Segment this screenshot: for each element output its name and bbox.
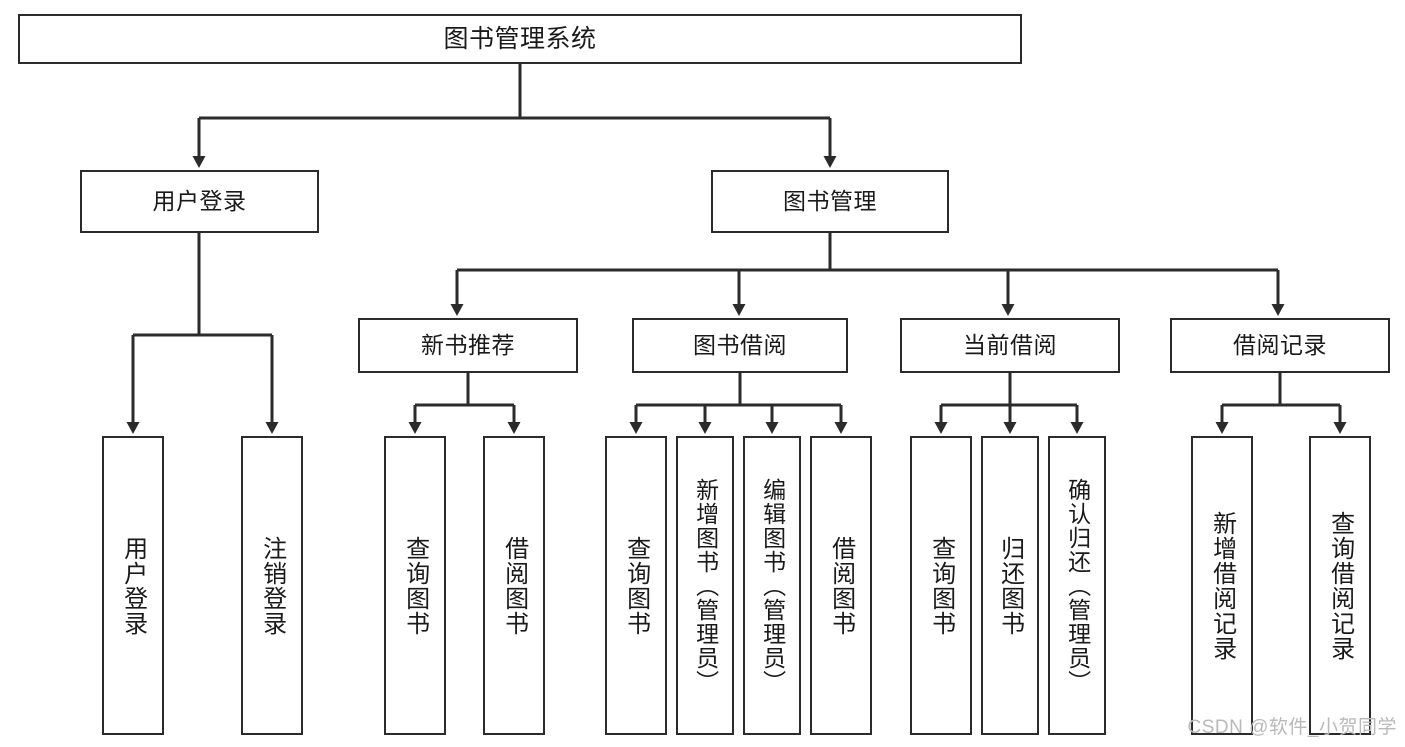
leaf-borrow-book-2-label: 借阅图书 [827,535,855,636]
node-user-login[interactable]: 用户登录 [80,170,319,233]
leaf-borrow-book-1[interactable]: 借阅图书 [483,436,545,735]
leaf-user-logout[interactable]: 注销登录 [241,436,303,735]
leaf-query-record[interactable]: 查询借阅记录 [1309,436,1371,735]
leaf-return-book[interactable]: 归还图书 [981,436,1039,735]
leaf-return-book-label: 归还图书 [996,535,1024,636]
leaf-confirm-return-label: 确认归还（管理员） [1064,477,1091,694]
leaf-user-logout-label: 注销登录 [258,535,286,636]
leaf-query-book-2[interactable]: 查询图书 [605,436,667,735]
leaf-query-book-3-label: 查询图书 [927,535,955,636]
node-borrow-record-label: 借阅记录 [1233,331,1327,358]
node-root-label: 图书管理系统 [443,25,597,53]
leaf-query-record-label: 查询借阅记录 [1326,510,1354,661]
leaf-borrow-book-1-label: 借阅图书 [500,535,528,636]
node-book-manage-label: 图书管理 [783,187,877,214]
leaf-borrow-book-2[interactable]: 借阅图书 [810,436,872,735]
leaf-query-book-3[interactable]: 查询图书 [910,436,972,735]
leaf-add-book[interactable]: 新增图书（管理员） [676,436,734,735]
leaf-user-login-label: 用户登录 [119,535,147,636]
leaf-add-record-label: 新增借阅记录 [1208,510,1236,661]
node-root[interactable]: 图书管理系统 [18,14,1022,64]
leaf-edit-book-label: 编辑图书（管理员） [759,477,786,694]
leaf-query-book-1[interactable]: 查询图书 [384,436,446,735]
node-new-book-recommend-label: 新书推荐 [421,331,515,358]
node-new-book-recommend[interactable]: 新书推荐 [358,318,578,373]
node-book-borrow-label: 图书借阅 [693,331,787,358]
leaf-edit-book[interactable]: 编辑图书（管理员） [743,436,801,735]
node-borrow-record[interactable]: 借阅记录 [1170,318,1390,373]
leaf-add-book-label: 新增图书（管理员） [692,477,719,694]
node-user-login-label: 用户登录 [152,187,247,214]
watermark: CSDN @软件_小贺同学 [1187,717,1397,738]
node-current-borrow[interactable]: 当前借阅 [900,318,1120,373]
node-book-manage[interactable]: 图书管理 [711,170,949,233]
leaf-user-login[interactable]: 用户登录 [102,436,164,735]
leaf-query-book-2-label: 查询图书 [622,535,650,636]
node-book-borrow[interactable]: 图书借阅 [632,318,848,373]
leaf-confirm-return[interactable]: 确认归还（管理员） [1048,436,1106,735]
node-current-borrow-label: 当前借阅 [963,331,1057,358]
leaf-query-book-1-label: 查询图书 [401,535,429,636]
leaf-add-record[interactable]: 新增借阅记录 [1191,436,1253,735]
